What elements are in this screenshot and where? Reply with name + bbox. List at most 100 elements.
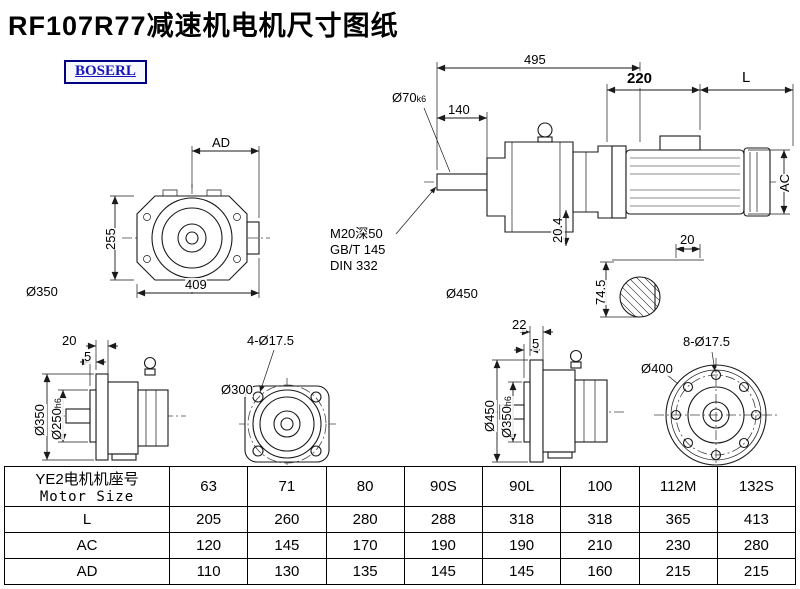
note-din-standard: DIN 332 xyxy=(330,258,378,274)
brand-logo: BOSERL xyxy=(64,60,147,84)
input-shaft xyxy=(436,173,488,191)
value-cell: 215 xyxy=(716,558,797,585)
value-cell: 135 xyxy=(325,558,405,585)
value-cell: 288 xyxy=(403,506,484,533)
spigot-value: Ø250 xyxy=(49,408,64,440)
dim-flange-od350-label: Ø350 xyxy=(32,404,48,436)
column-header-motor-size: YE2电机机座号 Motor Size xyxy=(4,466,170,507)
row-label: L xyxy=(4,506,170,533)
dim-8holes-label: 8-Ø17.5 xyxy=(683,334,730,350)
value-cell: 413 xyxy=(716,506,797,533)
flange-plate xyxy=(529,359,544,463)
dim-20-label: 20 xyxy=(680,232,695,248)
table-row-AC: AC 120 145 170 190 190 210 230 280 xyxy=(4,532,797,559)
motor-flange xyxy=(611,145,627,219)
adapter xyxy=(572,145,613,219)
spigot-tolerance: h6 xyxy=(503,396,513,407)
value-cell: 120 xyxy=(168,532,249,559)
size-col-header: 90L xyxy=(481,466,562,507)
terminal-box xyxy=(246,221,260,255)
lifting-eye xyxy=(143,356,157,370)
dim-495-label: 495 xyxy=(524,52,546,68)
value-cell: 190 xyxy=(481,532,562,559)
value-cell: 130 xyxy=(247,558,327,585)
size-col-header: 112M xyxy=(638,466,718,507)
lifting-eye xyxy=(569,349,583,363)
dim-pcd300-label: Ø300 xyxy=(221,382,253,398)
value-cell: 205 xyxy=(168,506,249,533)
size-col-header: 80 xyxy=(325,466,405,507)
value-cell: 160 xyxy=(560,558,640,585)
page-title: RF107R77减速机电机尺寸图纸 xyxy=(8,11,399,41)
value-cell: 215 xyxy=(638,558,718,585)
note-gb-standard: GB/T 145 xyxy=(330,242,386,258)
dim-ad-label: AD xyxy=(212,135,231,151)
flange-small-front-view xyxy=(239,349,336,470)
dim-dia350-label: Ø350 xyxy=(26,284,58,300)
value-cell: 145 xyxy=(247,532,327,559)
side-view xyxy=(395,62,794,318)
value-cell: 318 xyxy=(481,506,562,533)
size-col-header: 132S xyxy=(716,466,797,507)
value-cell: 260 xyxy=(247,506,327,533)
value-cell: 210 xyxy=(560,532,640,559)
flange-large-front-view xyxy=(654,351,778,466)
dim-140-label: 140 xyxy=(448,102,470,118)
spigot-value: Ø350 xyxy=(499,406,514,438)
motor-size-table: YE2电机机座号 Motor Size 63 71 80 90S 90L 100… xyxy=(4,466,797,585)
gearbox-housing xyxy=(486,141,574,233)
value-cell: 110 xyxy=(168,558,249,585)
dim-409-label: 409 xyxy=(185,277,207,293)
flange-large-side-view xyxy=(488,326,626,463)
size-col-header: 63 xyxy=(168,466,249,507)
dim-L-label: L xyxy=(742,69,751,87)
shaft-dia-tolerance: k6 xyxy=(416,94,427,104)
terminal-box xyxy=(659,135,701,151)
spigot xyxy=(523,381,531,443)
value-cell: 145 xyxy=(403,558,484,585)
size-col-header: 100 xyxy=(560,466,640,507)
dim-flange-20-label: 20 xyxy=(62,333,77,349)
spigot xyxy=(89,389,97,443)
row-label: AC xyxy=(4,532,170,559)
shaft-dia-value: Ø70 xyxy=(392,90,417,105)
flange-small-side-view xyxy=(42,340,186,461)
value-cell: 190 xyxy=(403,532,484,559)
front-view xyxy=(110,146,270,298)
dim-spigot-250-label: Ø250h6 xyxy=(49,398,65,440)
size-col-header: 71 xyxy=(247,466,327,507)
dim-4holes-label: 4-Ø17.5 xyxy=(247,333,294,349)
lifting-eye xyxy=(537,122,553,138)
header-cn: YE2电机机座号 xyxy=(35,471,139,488)
value-cell: 280 xyxy=(325,506,405,533)
value-cell: 318 xyxy=(560,506,640,533)
dim-flange-22-label: 22 xyxy=(512,317,527,333)
table-header-row: YE2电机机座号 Motor Size 63 71 80 90S 90L 100… xyxy=(4,466,797,507)
table-row-L: L 205 260 280 288 318 318 365 413 xyxy=(4,506,797,533)
dim-745-label: 74.5 xyxy=(593,279,609,305)
input-shaft xyxy=(65,408,91,424)
value-cell: 230 xyxy=(638,532,718,559)
dim-220-label: 220 xyxy=(627,70,653,88)
value-cell: 280 xyxy=(716,532,797,559)
dim-spigot-350-label: Ø350h6 xyxy=(499,396,515,438)
dim-204-label: 20.4 xyxy=(550,217,566,243)
value-cell: 170 xyxy=(325,532,405,559)
table-row-AD: AD 110 130 135 145 145 160 215 215 xyxy=(4,558,797,585)
header-en: Motor Size xyxy=(39,489,135,505)
flange-plate xyxy=(95,373,109,461)
value-cell: 365 xyxy=(638,506,718,533)
spigot-tolerance: h6 xyxy=(53,398,63,409)
note-tap-label: M20深50 xyxy=(330,226,383,242)
dim-255-label: 255 xyxy=(103,228,119,250)
motor-body xyxy=(625,149,745,215)
dim-flange-od450-label: Ø450 xyxy=(482,400,498,432)
dim-dia450-label: Ø450 xyxy=(446,286,478,302)
row-label: AD xyxy=(4,558,170,585)
dim-AC-label: AC xyxy=(777,173,793,192)
dim-pcd400-label: Ø400 xyxy=(641,361,673,377)
dim-flange-5-label: 5 xyxy=(84,349,92,365)
dim-shaft-dia-label: Ø70k6 xyxy=(392,90,427,106)
